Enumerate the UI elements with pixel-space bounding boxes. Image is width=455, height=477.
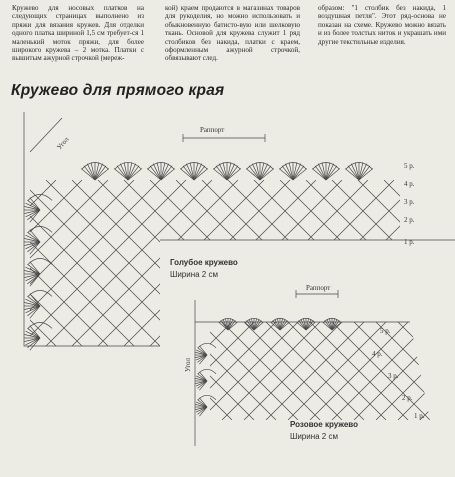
shell-motif: [24, 258, 53, 287]
corner-label: Угол: [184, 358, 192, 372]
caption-width: Ширина 2 см: [170, 270, 218, 279]
repeat-label: Раппорт: [306, 284, 330, 292]
shell-motif: [24, 226, 53, 255]
shell-motif: [311, 162, 341, 181]
row-label: 1 р.: [404, 238, 415, 246]
lattice: [210, 322, 430, 420]
pink-lace-caption: Розовое кружево Ширина 2 см: [290, 420, 358, 441]
row-label: 5 р.: [380, 327, 391, 335]
shell-motif: [146, 162, 176, 181]
shell-motif: [244, 317, 264, 331]
shell-motif: [270, 317, 290, 331]
row-label: 2 р.: [402, 394, 413, 402]
crochet-diagrams: Раппорт Угол 5 р. 4 р. 3 р. 2 р. 1 р. Ра…: [23, 112, 455, 446]
caption-title: Розовое кружево: [290, 420, 358, 429]
shell-motif: [179, 162, 209, 181]
row-label: 3 р.: [404, 198, 415, 206]
text-column-1: Кружево для носовых платков на следующих…: [12, 4, 144, 63]
shell-motif: [212, 162, 242, 181]
text-column-3: образом: "1 столбик без накида, 1 воздуш…: [318, 4, 446, 46]
shell-motif: [218, 317, 238, 331]
text-column-2: кой) краем продаются в магазинах товаров…: [165, 4, 300, 63]
row-label: 2 р.: [404, 216, 415, 224]
fan-row: [80, 162, 374, 181]
corner-arrow: [29, 117, 63, 153]
corner-label: Угол: [55, 135, 70, 151]
shell-motif: [278, 162, 308, 181]
shell-motif: [195, 394, 217, 417]
repeat-label: Раппорт: [200, 126, 224, 134]
shell-motif: [245, 162, 275, 181]
blue-lace-caption: Голубое кружево Ширина 2 см: [170, 258, 238, 279]
shell-motif: [80, 162, 110, 181]
shell-motif: [296, 317, 316, 331]
pink-lace-diagram: [194, 290, 430, 446]
caption-width: Ширина 2 см: [290, 432, 338, 441]
row-label: 3 р.: [388, 372, 399, 380]
shell-motif: [24, 194, 53, 223]
row-label: 5 р.: [404, 162, 415, 170]
left-fan-row: [24, 194, 53, 351]
shell-motif: [24, 290, 53, 319]
paragraph: образом: "1 столбик без накида, 1 воздуш…: [318, 4, 446, 46]
shell-motif: [344, 162, 374, 181]
shell-motif: [195, 368, 217, 391]
shell-motif: [322, 317, 342, 331]
paragraph: кой) краем продаются в магазинах товаров…: [165, 4, 300, 63]
row-label: 4 р.: [404, 180, 415, 188]
section-heading: Кружево для прямого края: [11, 82, 225, 99]
paragraph: Кружево для носовых платков на следующих…: [12, 4, 144, 63]
fan-row: [195, 317, 342, 417]
shell-motif: [24, 322, 53, 351]
fabric-edge-line: [23, 112, 160, 347]
caption-title: Голубое кружево: [170, 258, 238, 267]
row-label: 1 р.: [414, 412, 425, 420]
shell-motif: [195, 342, 217, 365]
row-label: 4 р.: [372, 350, 383, 358]
shell-motif: [113, 162, 143, 181]
blue-lace-diagram: [23, 112, 455, 351]
